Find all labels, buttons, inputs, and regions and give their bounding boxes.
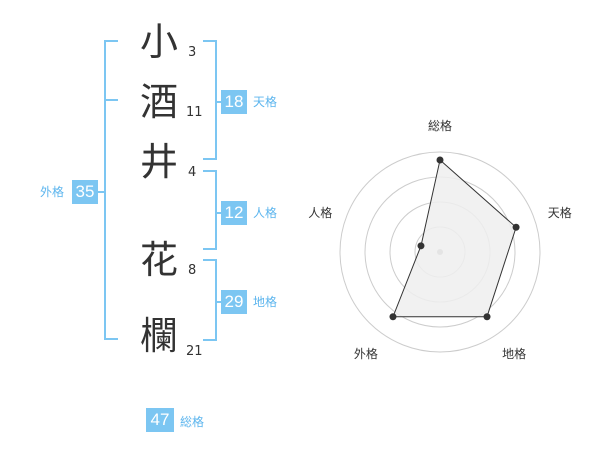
gaikaku-bracket xyxy=(104,40,118,340)
soukaku-label: 総格 xyxy=(180,415,205,429)
radar-label-2: 天格 xyxy=(548,205,572,220)
radar-polygon xyxy=(392,159,517,318)
gaikaku-bracket-connector xyxy=(98,191,106,193)
jinkaku-value: 12 xyxy=(221,201,247,225)
gaikaku-label: 外格 xyxy=(40,185,65,199)
gaikaku-bracket-tick xyxy=(104,99,118,101)
tenkaku-bracket xyxy=(203,40,217,160)
stroke-count-1: 3 xyxy=(188,45,197,60)
radar-ring-4 xyxy=(339,151,541,353)
stroke-count-3: 4 xyxy=(188,165,197,180)
stroke-count-5: 21 xyxy=(186,344,203,359)
chikaku-label: 地格 xyxy=(253,295,278,309)
soukaku-value: 47 xyxy=(146,408,174,432)
radar-point-1 xyxy=(436,156,444,164)
jinkaku-bracket xyxy=(203,170,217,250)
chikaku-bracket xyxy=(203,259,217,341)
name-char-5: 欄 xyxy=(140,314,179,358)
radar-label-5: 人格 xyxy=(308,205,332,220)
name-char-1: 小 xyxy=(140,20,179,64)
chikaku-value: 29 xyxy=(221,290,247,314)
radar-data xyxy=(389,156,520,321)
gaikaku-value: 35 xyxy=(72,180,98,204)
radar-label-4: 外格 xyxy=(354,346,378,361)
tenkaku-value: 18 xyxy=(221,90,247,114)
stroke-count-4: 8 xyxy=(188,263,197,278)
radar-point-5 xyxy=(417,242,425,250)
radar-point-4 xyxy=(389,313,397,321)
chikaku-bracket-connector xyxy=(215,301,221,303)
tenkaku-bracket-connector xyxy=(215,101,221,103)
jinkaku-label: 人格 xyxy=(253,206,278,220)
radar-point-2 xyxy=(512,223,520,231)
name-char-4: 花 xyxy=(140,238,179,282)
stroke-count-2: 11 xyxy=(186,105,203,120)
jinkaku-bracket-connector xyxy=(215,212,221,214)
name-char-3: 井 xyxy=(140,140,179,184)
tenkaku-label: 天格 xyxy=(253,95,278,109)
radar-label-1: 総格 xyxy=(428,118,452,133)
name-char-2: 酒 xyxy=(140,80,179,124)
radar-point-3 xyxy=(483,313,491,321)
radar-label-3: 地格 xyxy=(502,346,526,361)
